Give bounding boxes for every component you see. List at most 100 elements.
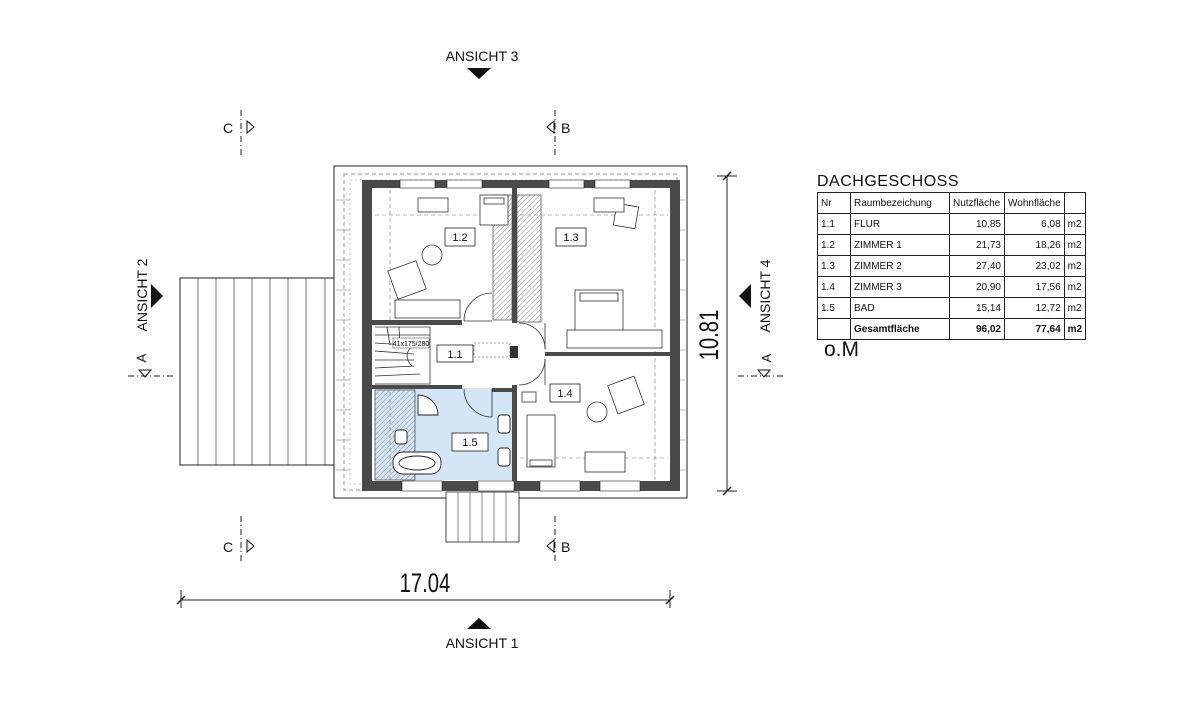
dimension-height: 10.81 (694, 171, 737, 496)
table-row: 1.3 ZIMMER 2 27,40 23,02 m2 (817, 255, 1087, 277)
table-header-row: Nr Raumbezeichung Nutzfläche Wohnfläche (817, 192, 1087, 214)
cell-unit: m2 (1063, 276, 1087, 298)
view-label-top: ANSICHT 3 (446, 48, 519, 64)
terrace (179, 277, 345, 466)
doors (463, 292, 546, 418)
furniture-room-1-4 (521, 375, 645, 473)
section-marker-b-top: B (546, 110, 570, 158)
cell-unit: m2 (1063, 234, 1087, 256)
cell-usable: 27,40 (949, 255, 1005, 277)
view-marker-right: ANSICHT 4 (739, 259, 773, 332)
view-arrow-bottom-icon (467, 618, 491, 629)
dimension-height-value: 10.81 (694, 310, 725, 361)
interior-walls (372, 188, 670, 481)
cell-living: 17,56 (1004, 276, 1065, 298)
cell-living: 18,26 (1004, 234, 1065, 256)
cell-unit: m2 (1063, 318, 1087, 340)
header-nr: Nr (817, 192, 851, 214)
view-label-right: ANSICHT 4 (757, 259, 773, 332)
table-row: 1.2 ZIMMER 1 21,73 18,26 m2 (817, 234, 1087, 256)
dimension-width: 17.04 (176, 568, 675, 608)
section-label-c-top: C (223, 120, 233, 136)
header-living: Wohnfläche (1004, 192, 1065, 214)
room-labels: 1.2 1.3 1.1 1.4 1.5 41x175/280 (393, 227, 587, 452)
svg-text:1.3: 1.3 (563, 232, 578, 244)
section-arrow-icon (756, 369, 772, 378)
cell-room: FLUR (850, 213, 950, 235)
table-row: 1.1 FLUR 10,85 6,08 m2 (817, 213, 1087, 235)
section-marker-b-bottom: B (546, 516, 570, 564)
cell-room: ZIMMER 1 (850, 234, 950, 256)
header-unit (1063, 192, 1087, 214)
room-label-1-4: 1.4 (549, 383, 581, 403)
table-row: 1.4 ZIMMER 3 20,90 17,56 m2 (817, 276, 1087, 298)
cell-room: BAD (850, 297, 950, 319)
cell-living: 12,72 (1004, 297, 1065, 319)
dimension-width-value: 17.04 (400, 568, 451, 599)
cell-usable: 21,73 (949, 234, 1005, 256)
cell-nr: 1.5 (817, 297, 851, 319)
svg-text:1.5: 1.5 (462, 437, 477, 449)
section-label-c-bottom: C (223, 539, 233, 555)
cell-nr: 1.2 (817, 234, 851, 256)
section-marker-c-bottom: C (223, 516, 255, 564)
cell-living: 6,08 (1004, 213, 1065, 235)
view-arrow-right-icon (739, 284, 751, 308)
level-note: o.M (824, 338, 860, 361)
section-arrow-icon (246, 538, 255, 554)
hall-cabinet (473, 342, 518, 358)
header-usable: Nutzfläche (949, 192, 1005, 214)
svg-text:1.1: 1.1 (447, 349, 462, 361)
cell-living: 77,64 (1004, 318, 1065, 340)
stair-label: 41x175/280 (393, 337, 430, 349)
area-table-panel: DACHGESCHOSS Nr Raumbezeichung Nutzfläch… (817, 172, 1087, 340)
view-arrow-left-icon (151, 284, 163, 308)
cell-room: Gesamtfläche (850, 318, 950, 340)
section-marker-c-top: C (223, 110, 255, 158)
cell-living: 23,02 (1004, 255, 1065, 277)
section-arrow-icon (137, 369, 153, 378)
cell-nr: 1.1 (817, 213, 851, 235)
windows (399, 179, 641, 492)
room-label-1-1: 1.1 (436, 344, 474, 363)
section-arrow-icon (246, 119, 255, 135)
cell-unit: m2 (1063, 213, 1087, 235)
furniture-room-1-3 (566, 197, 663, 349)
cell-usable: 10,85 (949, 213, 1005, 235)
view-label-left: ANSICHT 2 (134, 258, 150, 331)
room-label-1-3: 1.3 (555, 227, 587, 247)
cell-nr: 1.4 (817, 276, 851, 298)
cell-room: ZIMMER 3 (850, 276, 950, 298)
view-marker-bottom: ANSICHT 1 (446, 618, 519, 651)
cell-unit: m2 (1063, 297, 1087, 319)
svg-text:1.2: 1.2 (452, 232, 467, 244)
svg-text:1.4: 1.4 (557, 388, 572, 400)
table-title: DACHGESCHOSS (817, 173, 960, 190)
cell-unit: m2 (1063, 255, 1087, 277)
section-label-b-top: B (561, 120, 570, 136)
area-table: Nr Raumbezeichung Nutzfläche Wohnfläche … (817, 192, 1087, 340)
svg-text:41x175/280: 41x175/280 (393, 341, 430, 348)
furniture-room-1-2 (387, 194, 509, 319)
cell-nr (817, 318, 851, 340)
view-label-bottom: ANSICHT 1 (446, 635, 519, 651)
section-arrow-icon (546, 119, 555, 135)
section-label-a-left: A (134, 353, 149, 362)
entry-steps (445, 491, 520, 543)
table-total-row: Gesamtfläche 96,02 77,64 m2 (817, 318, 1087, 340)
view-arrow-top-icon (467, 68, 491, 79)
table-row: 1.5 BAD 15,14 12,72 m2 (817, 297, 1087, 319)
section-label-b-bottom: B (561, 539, 570, 555)
room-label-1-2: 1.2 (444, 227, 476, 247)
cell-usable: 96,02 (949, 318, 1005, 340)
header-room: Raumbezeichung (850, 192, 950, 214)
cell-usable: 15,14 (949, 297, 1005, 319)
cell-usable: 20,90 (949, 276, 1005, 298)
section-marker-a-left: A (128, 353, 176, 378)
cell-room: ZIMMER 2 (850, 255, 950, 277)
view-marker-top: ANSICHT 3 (446, 48, 519, 79)
section-arrow-icon (546, 538, 555, 554)
view-marker-left: ANSICHT 2 (134, 258, 163, 331)
section-label-a-right: A (759, 353, 774, 362)
